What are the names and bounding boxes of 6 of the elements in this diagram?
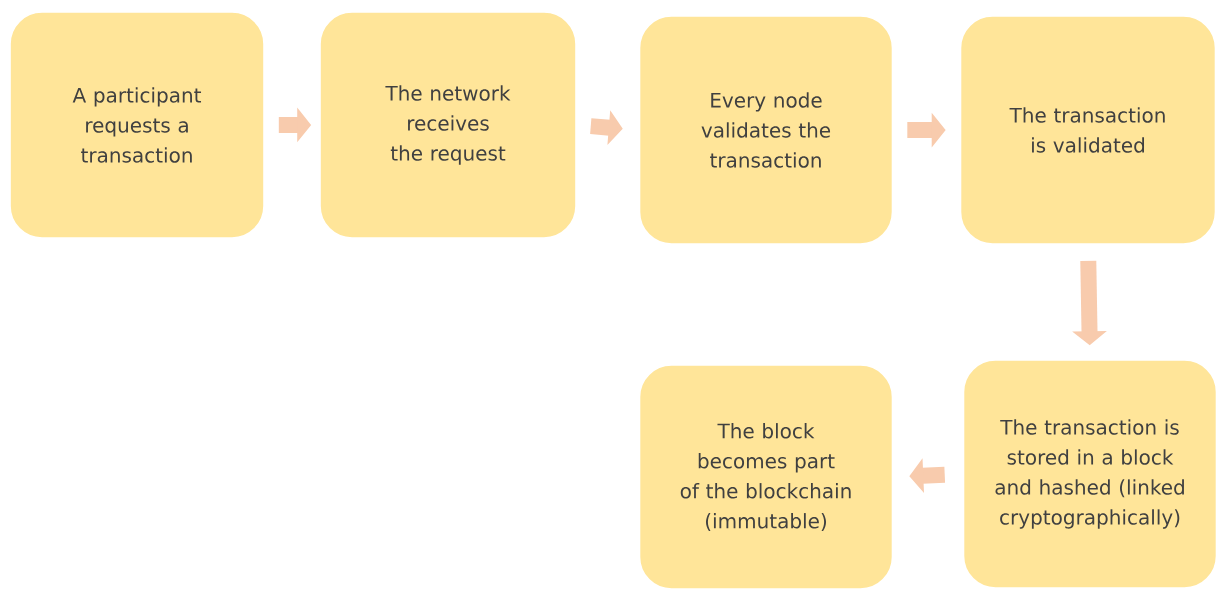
process-box: The transaction is validated	[959, 15, 1217, 245]
process-box: A participant requests a transaction	[9, 11, 265, 239]
process-box: The transaction is stored in a block and hashed (linked cryptographically)	[962, 359, 1218, 589]
process-box: Every node validates the transaction	[638, 15, 894, 245]
process-box: The network receives the request	[319, 11, 577, 239]
process-box: The block becomes part of the blockchain (immutable)	[638, 364, 894, 589]
